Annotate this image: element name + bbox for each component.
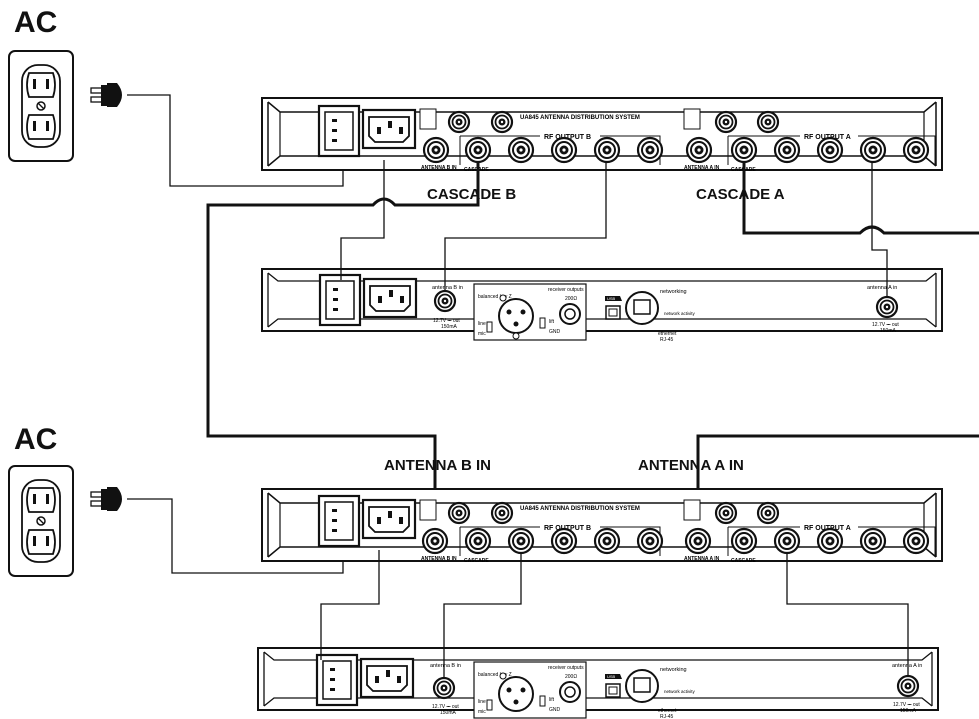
receiver-antenna-a-in-bottom [896,674,920,698]
ac-label-bottom: AC [14,423,58,456]
antenna-a-in-connector-top [685,136,713,164]
receiver-antenna-a-in-top [875,295,899,319]
ac-label-top: AC [14,6,58,39]
svg-text:networking: networking [660,667,687,673]
svg-text:150mA: 150mA [880,328,897,334]
svg-text:network activity: network activity [664,689,696,694]
cascade-b-connector-top [464,136,492,164]
svg-text:line: line [478,699,486,705]
antenna-b-in-connector-bottom [421,527,449,555]
svg-text:receiver outputs: receiver outputs [548,665,584,671]
svg-text:antenna B in: antenna B in [430,663,461,669]
svg-text:UA845 ANTENNA DISTRIBUTION SYS: UA845 ANTENNA DISTRIBUTION SYSTEM [520,506,640,512]
svg-text:GND: GND [549,707,561,713]
svg-text:ethernet: ethernet [658,331,677,337]
svg-text:USB: USB [607,674,616,679]
cascade-a-label: CASCADE A [696,186,785,203]
svg-text:200Ω: 200Ω [565,674,577,680]
svg-text:antenna B in: antenna B in [432,285,463,291]
svg-text:12.7V ⎓ out: 12.7V ⎓ out [432,704,459,710]
cascade-b-cable [206,162,480,530]
svg-text:150mA: 150mA [440,710,457,716]
svg-text:balanced low Z: balanced low Z [478,294,512,300]
svg-text:ethernet: ethernet [658,708,677,714]
svg-text:lift: lift [549,697,555,703]
power-link-top [340,160,385,280]
svg-text:CASCADE: CASCADE [464,558,489,564]
svg-text:receiver outputs: receiver outputs [548,287,584,293]
rf-cable-b-top [444,162,607,290]
power-cable-bottom [127,498,344,574]
svg-text:line: line [478,321,486,327]
svg-text:200Ω: 200Ω [565,296,577,302]
receiver-antenna-b-in-bottom [432,676,456,700]
svg-text:12.7V ⎓ out: 12.7V ⎓ out [893,702,920,708]
svg-text:mic: mic [478,331,486,337]
svg-text:12.7V ⎓ out: 12.7V ⎓ out [433,318,460,324]
svg-text:150mA: 150mA [900,708,917,714]
svg-text:ANTENNA A IN: ANTENNA A IN [684,165,720,171]
cascade-b-label: CASCADE B [427,186,517,203]
svg-text:balanced low Z: balanced low Z [478,672,512,678]
receiver-top: antenna B in 12.7V ⎓ out 150mA receiver … [261,268,943,343]
svg-text:CASCADE: CASCADE [731,558,756,564]
svg-text:network activity: network activity [664,311,696,316]
wall-outlet-top [8,50,74,162]
receiver-antenna-b-in-top [433,289,457,313]
rf-cable-a-top [871,162,888,296]
rf-cable-b-bottom [443,553,522,678]
antenna-b-in-connector-top [422,136,450,164]
power-plug-bottom [90,486,123,512]
svg-text:ANTENNA B IN: ANTENNA B IN [421,556,457,562]
distributor-top: UA845 ANTENNA DISTRIBUTION SYSTEM RF OUT… [261,97,943,173]
distributor-bottom: UA845 ANTENNA DISTRIBUTION SYSTEM RF OUT… [261,488,943,564]
antenna-a-in-connector-bottom [684,527,712,555]
antenna-b-in-text-top: ANTENNA B IN [421,165,457,171]
power-plug-top [90,82,123,108]
svg-text:antenna A in: antenna A in [867,285,897,291]
rf-cable-a-bottom [786,553,909,676]
svg-text:12.7V ⎓ out: 12.7V ⎓ out [872,322,899,328]
cascade-a-connector-top [730,136,758,164]
svg-text:networking: networking [660,289,687,295]
antenna-a-in-label: ANTENNA A IN [638,457,744,474]
svg-text:GND: GND [549,329,561,335]
receiver-bottom: antenna B in 12.7V ⎓ out 150mA receiver … [257,647,939,719]
cascade-a-cable [742,162,979,235]
svg-text:RJ-45: RJ-45 [660,714,674,719]
antenna-b-in-label: ANTENNA B IN [384,457,491,474]
svg-text:USB: USB [607,296,616,301]
distributor-title-top: UA845 ANTENNA DISTRIBUTION SYSTEM [520,115,640,121]
svg-text:150mA: 150mA [441,324,458,330]
svg-text:antenna A in: antenna A in [892,663,922,669]
svg-text:ANTENNA A IN: ANTENNA A IN [684,556,720,562]
svg-text:lift: lift [549,319,555,325]
wall-outlet-bottom [8,465,74,577]
svg-text:mic: mic [478,709,486,715]
power-link-bottom [320,550,380,660]
svg-text:RJ-45: RJ-45 [660,337,674,343]
